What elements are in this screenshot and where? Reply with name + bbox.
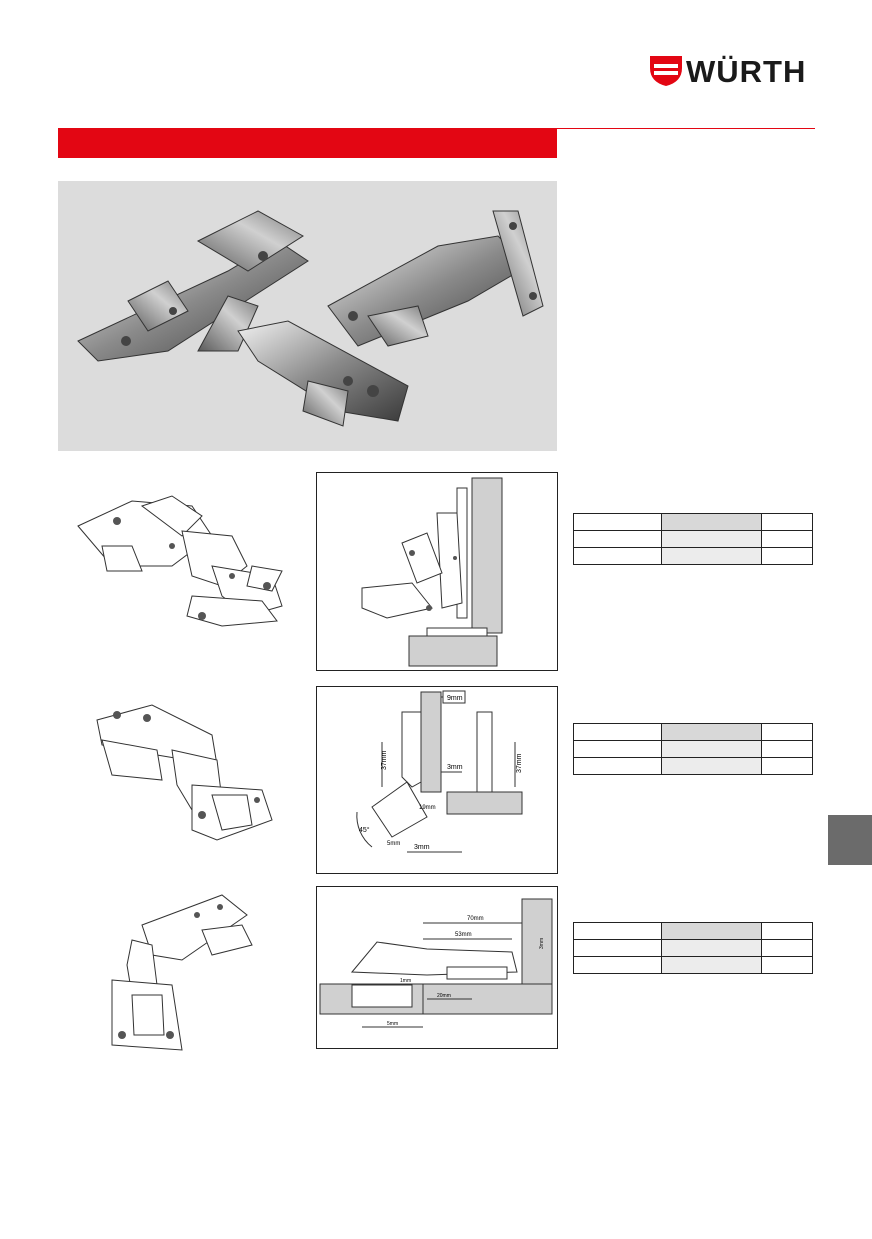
corner-hinge-diagram: 9mm 37mm 37mm 3mm 3mm 45° 5mm 19mm bbox=[356, 690, 523, 853]
header-rule bbox=[557, 128, 815, 129]
table-row bbox=[572, 740, 813, 758]
dim-angle: 45° bbox=[359, 826, 370, 834]
dim-bottom: 3mm bbox=[414, 844, 430, 851]
dim-70: 70mm bbox=[467, 916, 484, 922]
dim-top: 9mm bbox=[447, 695, 463, 702]
hinges-photo-art bbox=[77, 210, 544, 427]
table-row bbox=[572, 530, 813, 548]
brand-name: WÜRTH bbox=[686, 54, 807, 89]
technical-drawing-1 bbox=[316, 472, 558, 671]
dim-left-height: 37mm bbox=[381, 750, 388, 770]
dim-53: 53mm bbox=[455, 932, 472, 938]
chapter-tab bbox=[828, 815, 872, 865]
technical-drawing-2: 9mm 37mm 37mm 3mm 3mm 45° 5mm 19mm bbox=[316, 686, 558, 874]
hinge-photo-3 bbox=[327, 210, 544, 347]
hinge-drawing-2 bbox=[72, 690, 304, 865]
hinge-photo-2 bbox=[197, 295, 409, 427]
hinge-line-art-3 bbox=[111, 894, 253, 1051]
spec-table-1 bbox=[572, 513, 813, 565]
dim-1: 1mm bbox=[400, 978, 411, 984]
wurth-emblem-icon bbox=[650, 56, 682, 86]
dim-small-a: 5mm bbox=[387, 841, 400, 847]
hinge-drawing-1 bbox=[72, 476, 304, 666]
table-row bbox=[572, 723, 813, 741]
hinge-line-art-2 bbox=[96, 704, 273, 841]
table-row bbox=[572, 757, 813, 775]
table-row bbox=[572, 956, 813, 974]
spec-table-3 bbox=[572, 922, 813, 974]
inset-hinge-diagram bbox=[361, 477, 503, 667]
dim-20: 20mm bbox=[437, 993, 451, 999]
hinge-drawing-3 bbox=[72, 885, 304, 1055]
table-row bbox=[572, 939, 813, 957]
hinge-photo-1 bbox=[77, 210, 309, 362]
table-row bbox=[572, 513, 813, 531]
spec-table-2 bbox=[572, 723, 813, 775]
dim-side: 3mm bbox=[539, 938, 545, 949]
wurth-logo: WÜRTH bbox=[648, 52, 818, 89]
table-row bbox=[572, 547, 813, 565]
dim-gap: 3mm bbox=[447, 764, 463, 771]
hinge-line-art-1 bbox=[77, 495, 283, 627]
section-header-band bbox=[58, 128, 557, 158]
dim-small-b: 19mm bbox=[419, 805, 436, 811]
technical-drawing-3: 70mm 53mm 1mm 20mm 5mm 3mm bbox=[316, 886, 558, 1049]
dim-right-height: 37mm bbox=[516, 753, 523, 773]
hinges-photo bbox=[58, 181, 557, 451]
table-row bbox=[572, 922, 813, 940]
dim-5: 5mm bbox=[387, 1021, 398, 1027]
overlay-hinge-diagram: 70mm 53mm 1mm 20mm 5mm 3mm bbox=[319, 898, 553, 1028]
